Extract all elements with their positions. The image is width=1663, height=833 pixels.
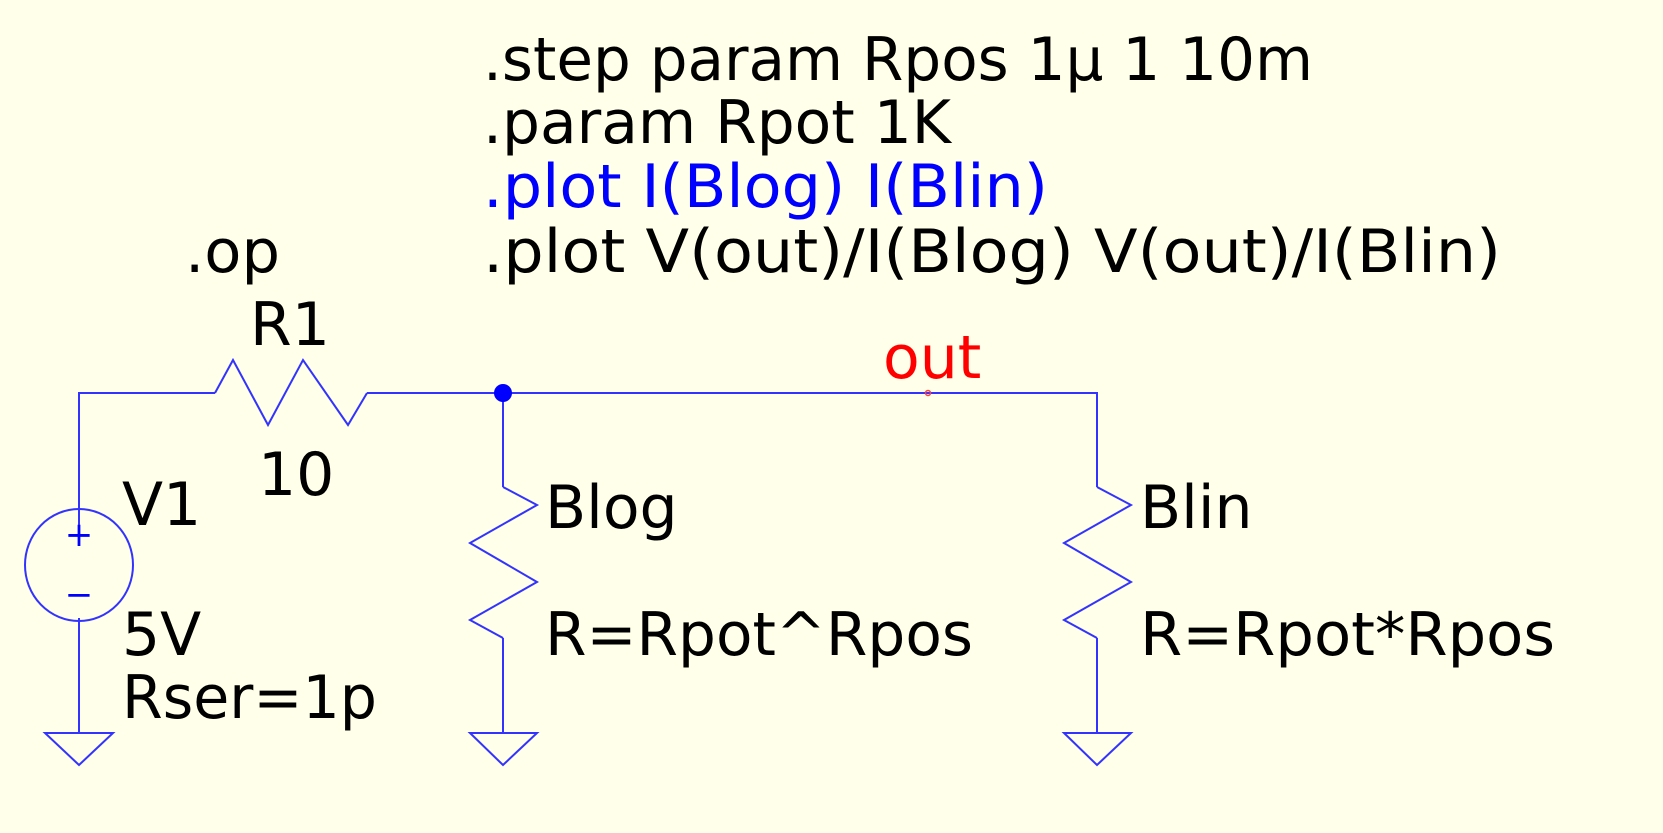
op-directive[interactable]: .op <box>185 217 280 287</box>
blin-name[interactable]: Blin <box>1140 473 1253 543</box>
r1-value[interactable]: 10 <box>258 440 334 510</box>
net-label-anchor <box>924 389 932 397</box>
v1-plus-sign: + <box>65 515 94 555</box>
junction-dot <box>494 384 512 402</box>
blog-name[interactable]: Blog <box>545 473 678 543</box>
v1-rser[interactable]: Rser=1p <box>122 663 377 733</box>
net-label-out[interactable]: out <box>883 323 981 393</box>
resistor-r1[interactable] <box>214 357 368 428</box>
v1-minus-sign: − <box>65 575 94 615</box>
v1-value[interactable]: 5V <box>122 600 201 670</box>
plot-currents-directive[interactable]: .plot I(Blog) I(Blin) <box>483 152 1048 222</box>
step-directive[interactable]: .step param Rpos 1µ 1 10m <box>483 25 1313 95</box>
plot-resistances-directive[interactable]: .plot V(out)/I(Blog) V(out)/I(Blin) <box>483 217 1501 287</box>
blog-expression[interactable]: R=Rpot^Rpos <box>545 600 973 670</box>
v1-name[interactable]: V1 <box>122 470 201 540</box>
resistor-blog[interactable] <box>467 486 540 639</box>
wire-v1-r1[interactable] <box>78 392 215 538</box>
ground-icon[interactable] <box>42 732 116 767</box>
voltage-source-v1[interactable]: + − <box>24 508 134 622</box>
blin-expression[interactable]: R=Rpot*Rpos <box>1140 600 1555 670</box>
resistor-blin[interactable] <box>1061 486 1134 639</box>
r1-name[interactable]: R1 <box>250 290 330 360</box>
ground-icon[interactable] <box>467 732 540 767</box>
ground-icon[interactable] <box>1061 732 1134 767</box>
param-directive[interactable]: .param Rpot 1K <box>483 88 953 158</box>
wire-out[interactable] <box>367 392 1098 487</box>
